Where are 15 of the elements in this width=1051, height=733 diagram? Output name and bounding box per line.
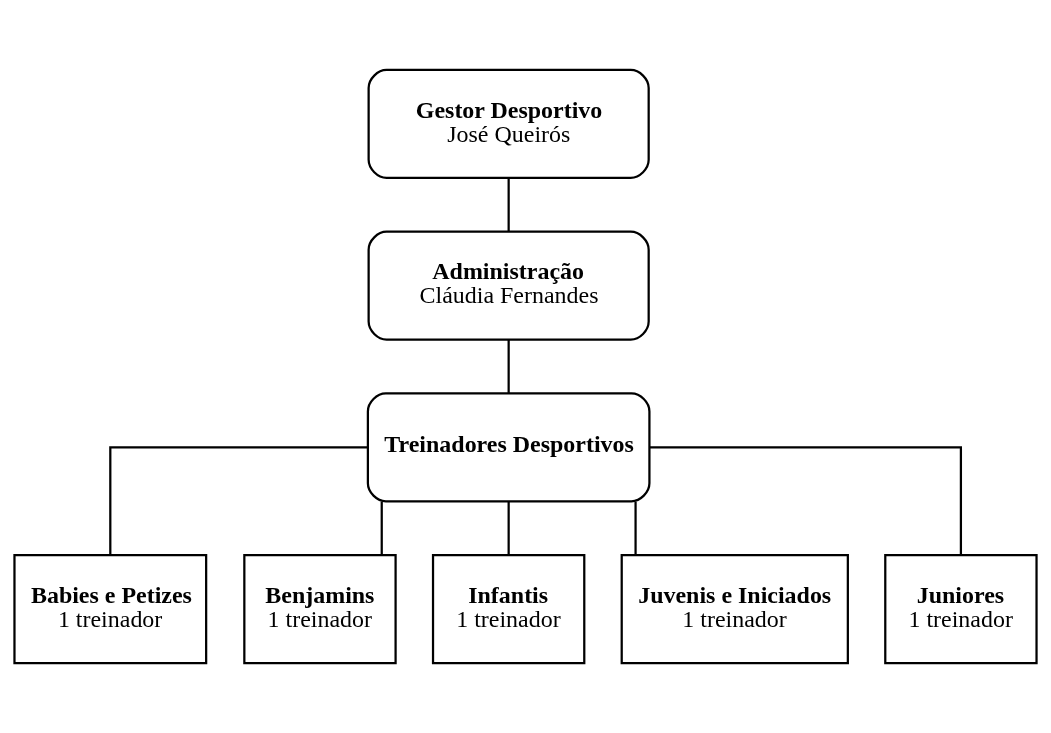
- connector: [380, 501, 383, 555]
- connector: [507, 178, 510, 232]
- node-box: Administração Cláudia Fernandes: [367, 230, 650, 341]
- node-box: Treinadores Desportivos: [366, 392, 651, 503]
- connector: [507, 501, 510, 555]
- node-box: Juniores 1 treinador: [884, 554, 1038, 665]
- node-box: Gestor Desportivo José Queirós: [367, 68, 650, 179]
- connector: [634, 501, 637, 555]
- connector: [109, 446, 368, 555]
- node-box: Juvenis e Iniciados 1 treinador: [620, 554, 849, 665]
- node-box: Babies e Petizes 1 treinador: [13, 554, 208, 665]
- connector: [507, 339, 510, 393]
- node-box: Benjamins 1 treinador: [243, 554, 397, 665]
- connector: [649, 446, 963, 555]
- node-box: Infantis 1 treinador: [431, 554, 586, 665]
